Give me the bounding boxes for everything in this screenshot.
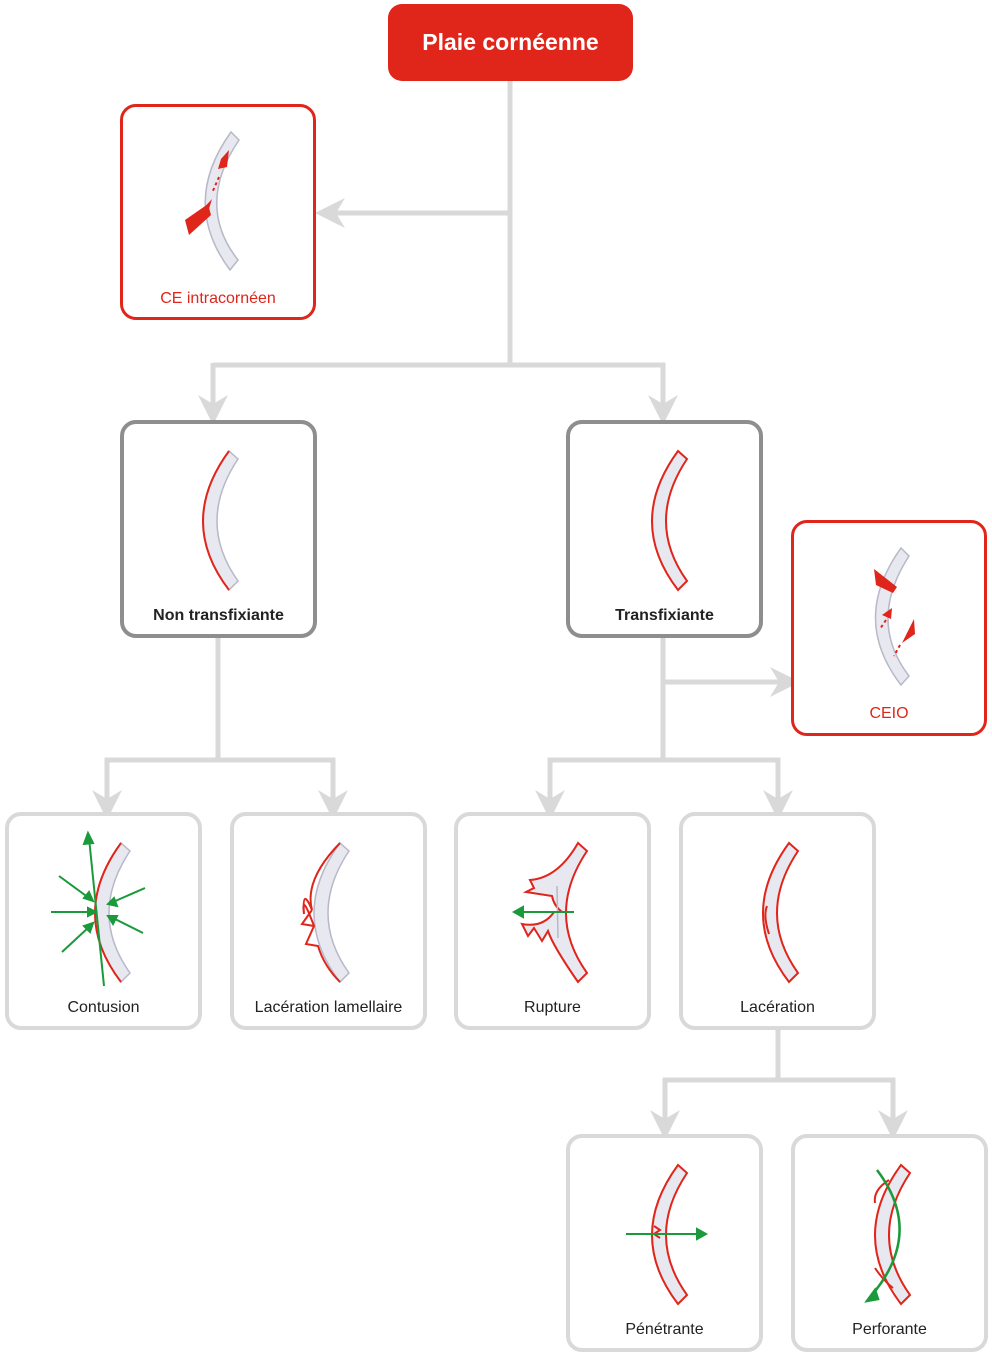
label-laceration-lamellaire: Lacération lamellaire <box>254 999 403 1016</box>
label-penetrante: Pénétrante <box>625 1321 704 1338</box>
label-laceration: Lacération <box>740 999 815 1016</box>
node-laceration: Lacération <box>679 812 876 1030</box>
node-perforante: Perforante <box>791 1134 988 1352</box>
node-contusion: Contusion <box>5 812 202 1030</box>
label-ce-intracorneen: CE intracornéen <box>160 290 276 307</box>
contusion-icon <box>51 830 146 987</box>
label-ceio: CEIO <box>869 705 909 722</box>
label-contusion: Contusion <box>67 999 140 1016</box>
rupture-icon <box>511 841 589 984</box>
laceration-icon <box>762 841 800 984</box>
label-rupture: Rupture <box>524 999 581 1016</box>
label-transfixiante: Transfixiante <box>615 607 714 624</box>
node-ceio: CEIO <box>791 520 987 736</box>
cornea-full-wound-icon <box>651 449 689 592</box>
node-laceration-lamellaire: Lacération lamellaire <box>230 812 427 1030</box>
label-perforante: Perforante <box>852 1321 927 1338</box>
cornea-partial-wound-icon <box>202 449 239 592</box>
lamellar-laceration-icon <box>300 841 350 984</box>
label-non-transfixiante: Non transfixiante <box>153 607 284 624</box>
node-non-transfixiante: Non transfixiante <box>120 420 317 638</box>
node-ce-intracorneen: CE intracornéen <box>120 104 316 320</box>
cornea-foreign-body-icon <box>185 130 240 272</box>
penetrating-wound-icon <box>626 1163 709 1306</box>
node-penetrante: Pénétrante <box>566 1134 763 1352</box>
node-rupture: Rupture <box>454 812 651 1030</box>
node-transfixiante: Transfixiante <box>566 420 763 638</box>
cornea-intraocular-foreign-body-icon <box>874 546 915 687</box>
root-node-plaie-corneenne: Plaie cornéenne <box>388 4 633 81</box>
perforating-wound-icon <box>864 1163 912 1306</box>
